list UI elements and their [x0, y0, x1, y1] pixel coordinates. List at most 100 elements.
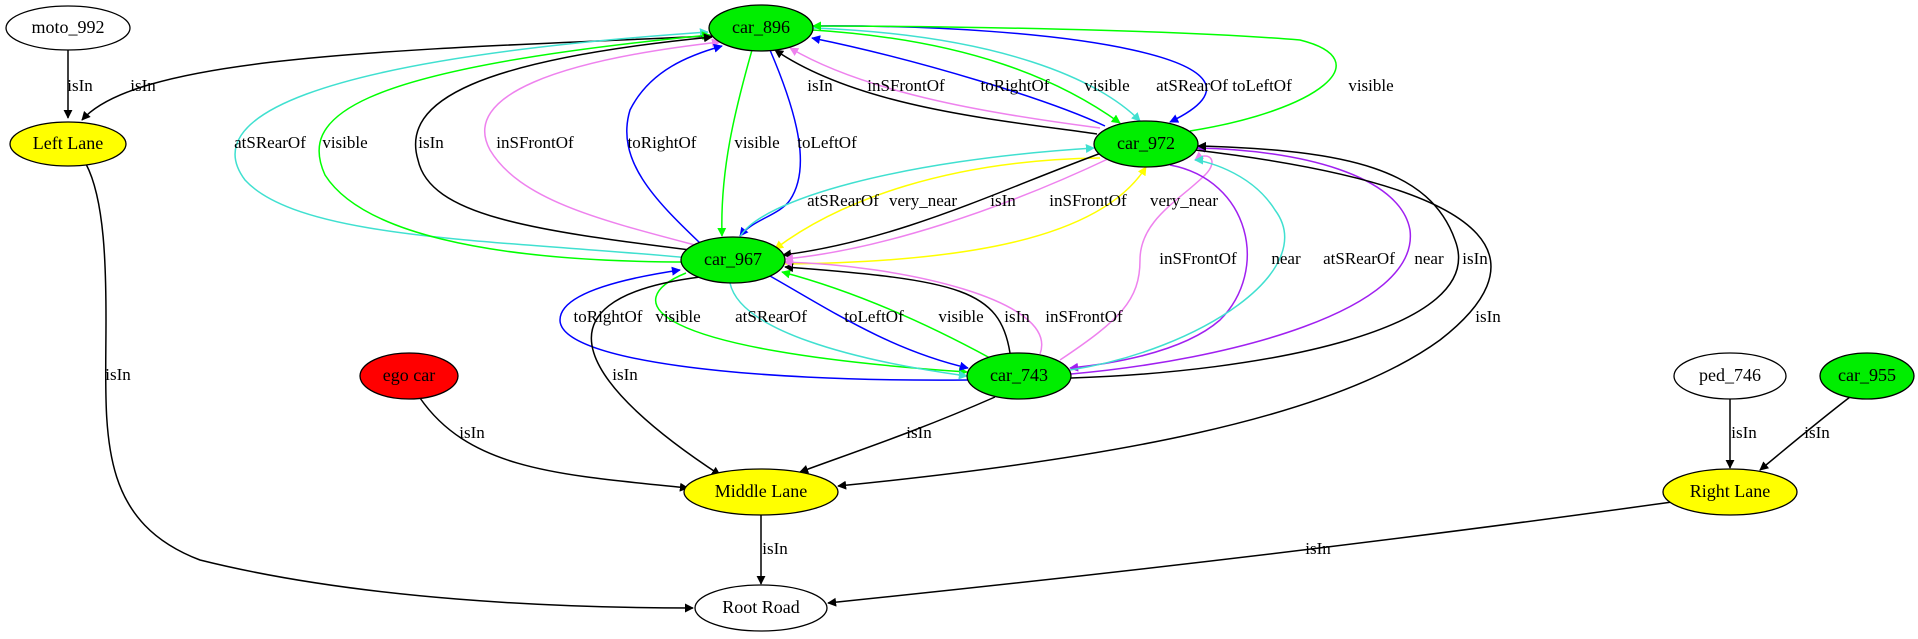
edge-car_743-toRightOf-car_967 [559, 266, 969, 381]
edge-car_743-inSFrontOf-car_967 [783, 257, 1043, 355]
edge-label: visible [322, 133, 367, 152]
edge-ego_car-isIn-middle_lane [419, 397, 689, 492]
edge-car_967-isIn-middle_lane [590, 276, 721, 476]
edge-car_743-isIn-middle_lane [799, 396, 996, 474]
node-label: car_896 [732, 17, 790, 37]
edge-car_967-inSFrontOf-car_896 [484, 38, 721, 246]
edge-label: near [1414, 249, 1444, 268]
edge-label: isIn [612, 365, 638, 384]
node-root-road: Root Road [694, 584, 828, 632]
edge-car_896-visible-car_967 [717, 49, 753, 237]
node-ego-car: ego car [359, 352, 459, 400]
edge-label: isIn [459, 423, 485, 442]
edge-car_743-atSRearOf-car_972 [1069, 155, 1286, 371]
edge-left_lane-isIn-root_road [85, 163, 694, 613]
edge-car_967-atSRearOf-car_972 [739, 144, 1095, 238]
edge-car_972-very_near-car_967 [774, 157, 1101, 250]
edge-car_967-very_near-car_972 [784, 166, 1147, 265]
node-ellipse [683, 468, 839, 516]
edge-label: toLeftOf [797, 133, 857, 152]
edge-car_967-toLeftOf-car_743 [769, 275, 969, 371]
edge-label: isIn [1475, 307, 1501, 326]
node-ellipse [694, 584, 828, 632]
edge-label: atSRearOf [735, 307, 807, 326]
node-car-743: car_743 [966, 352, 1072, 400]
edge-car_972-isIn-car_896 [774, 49, 1098, 135]
edge-car_896-isIn-left_lane [81, 35, 713, 121]
edge-car_896-atSRearOf-car_972 [812, 27, 1141, 122]
node-ped-746: ped_746 [1673, 352, 1787, 400]
node-label: car_955 [1838, 365, 1896, 385]
edge-label: inSFrontOf [496, 133, 574, 152]
edge-label: very_near [889, 191, 957, 210]
edge-car_972-visible-car_896 [812, 21, 1337, 132]
edges-layer [63, 21, 1851, 613]
edge-label: inSFrontOf [1045, 307, 1123, 326]
edge-label: isIn [807, 76, 833, 95]
edge-label: isIn [990, 191, 1016, 210]
edge-label: toLeftOf [844, 307, 904, 326]
edge-label: toRightOf [574, 307, 643, 326]
edge-label: toRightOf [628, 133, 697, 152]
node-ellipse [1093, 120, 1199, 168]
edge-car_955-isIn-right_lane [1759, 396, 1851, 471]
edge-label: visible [655, 307, 700, 326]
edge-label: very_near [1150, 191, 1218, 210]
edge-label: isIn [1004, 307, 1030, 326]
edge-right_lane-isIn-root_road [827, 501, 1673, 607]
node-middle-lane: Middle Lane [683, 468, 839, 516]
node-ellipse [966, 352, 1072, 400]
edge-car_743-visible-car_967 [781, 269, 991, 359]
node-label: ego car [383, 365, 435, 385]
node-label: car_743 [990, 365, 1048, 385]
edge-label: near [1271, 249, 1301, 268]
node-ellipse [680, 236, 786, 284]
node-left-lane: Left Lane [9, 121, 127, 167]
edge-label: visible [734, 133, 779, 152]
edge-car_967-isIn-car_896 [414, 33, 713, 251]
node-label: car_972 [1117, 133, 1175, 153]
node-ellipse [708, 4, 814, 52]
edge-label: isIn [130, 76, 156, 95]
node-car-972: car_972 [1093, 120, 1199, 168]
edge-label: visible [1084, 76, 1129, 95]
edge-car_967-atSRearOf-car_896 [234, 28, 709, 259]
node-ellipse [1819, 352, 1915, 400]
edge-label: isIn [906, 423, 932, 442]
edge-car_972-inSFrontOf-car_896 [789, 47, 1101, 129]
edge-labels-layer: isIn isIn isIn atSRearOf visible isIn inSFront… [67, 76, 1830, 558]
edge-car_743-isIn-car_967 [784, 263, 1011, 354]
edge-car_743-isIn-car_972 [1070, 141, 1460, 379]
edge-car_972-toRightOf-car_896 [811, 35, 1106, 127]
edge-car_896-toLeftOf-car_967 [739, 49, 802, 237]
edge-car_972-isIn-middle_lane [837, 149, 1492, 490]
edge-label: visible [938, 307, 983, 326]
edge-car_896-toLeftOf-car_972 [812, 25, 1208, 123]
edge-label: atSRearOf [1156, 76, 1228, 95]
node-label: Left Lane [33, 133, 103, 153]
node-label: moto_992 [31, 17, 104, 37]
edge-label: isIn [1462, 249, 1488, 268]
edge-label: inSFrontOf [1049, 191, 1127, 210]
edge-label: inSFrontOf [1159, 249, 1237, 268]
edge-label: atSRearOf [234, 133, 306, 152]
edge-car_972-inSFrontOf-car_967 [784, 157, 1111, 263]
edge-label: visible [1348, 76, 1393, 95]
node-ellipse [9, 121, 127, 167]
edge-label: isIn [1804, 423, 1830, 442]
edge-label: atSRearOf [807, 191, 879, 210]
node-label: Root Road [722, 597, 800, 617]
edge-label: isIn [1305, 539, 1331, 558]
edge-car_967-visible-car_743 [654, 272, 968, 376]
edge-label: inSFrontOf [867, 76, 945, 95]
node-car-967: car_967 [680, 236, 786, 284]
edge-car_743-inSFrontOf-car_972 [1059, 151, 1213, 361]
edge-label: toLeftOf [1232, 76, 1292, 95]
node-car-955: car_955 [1819, 352, 1915, 400]
node-ellipse [359, 352, 459, 400]
edge-label: atSRearOf [1323, 249, 1395, 268]
edge-label: isIn [418, 133, 444, 152]
edge-car_967-visible-car_896 [318, 31, 711, 263]
